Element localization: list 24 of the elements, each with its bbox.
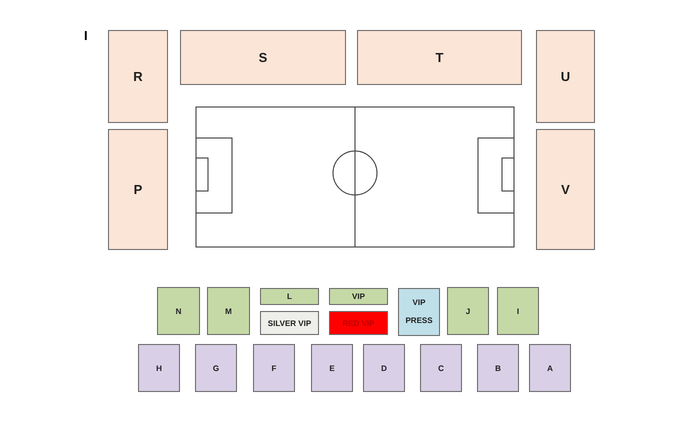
corner-mark: I <box>84 28 88 43</box>
seating-block: L <box>260 288 319 305</box>
seating-block: J <box>447 287 489 335</box>
stand-block: T <box>357 30 522 85</box>
seating-block: SILVER VIP <box>260 311 319 335</box>
seating-block: F <box>253 344 295 392</box>
seating-block: C <box>420 344 462 392</box>
stand-block: S <box>180 30 346 85</box>
seating-block: M <box>207 287 250 335</box>
stand-block: V <box>536 129 595 250</box>
seating-block: VIP <box>329 288 388 305</box>
stand-block: P <box>108 129 168 250</box>
seating-block: H <box>138 344 180 392</box>
seating-block: I <box>497 287 539 335</box>
stand-block: U <box>536 30 595 123</box>
stand-block: R <box>108 30 168 123</box>
seating-block: D <box>363 344 405 392</box>
seating-block: A <box>529 344 571 392</box>
seating-block: RED VIP <box>329 311 388 335</box>
seating-block: E <box>311 344 353 392</box>
seating-block: B <box>477 344 519 392</box>
seating-block: VIP PRESS <box>398 288 440 336</box>
seating-block: N <box>157 287 200 335</box>
seating-block: G <box>195 344 237 392</box>
